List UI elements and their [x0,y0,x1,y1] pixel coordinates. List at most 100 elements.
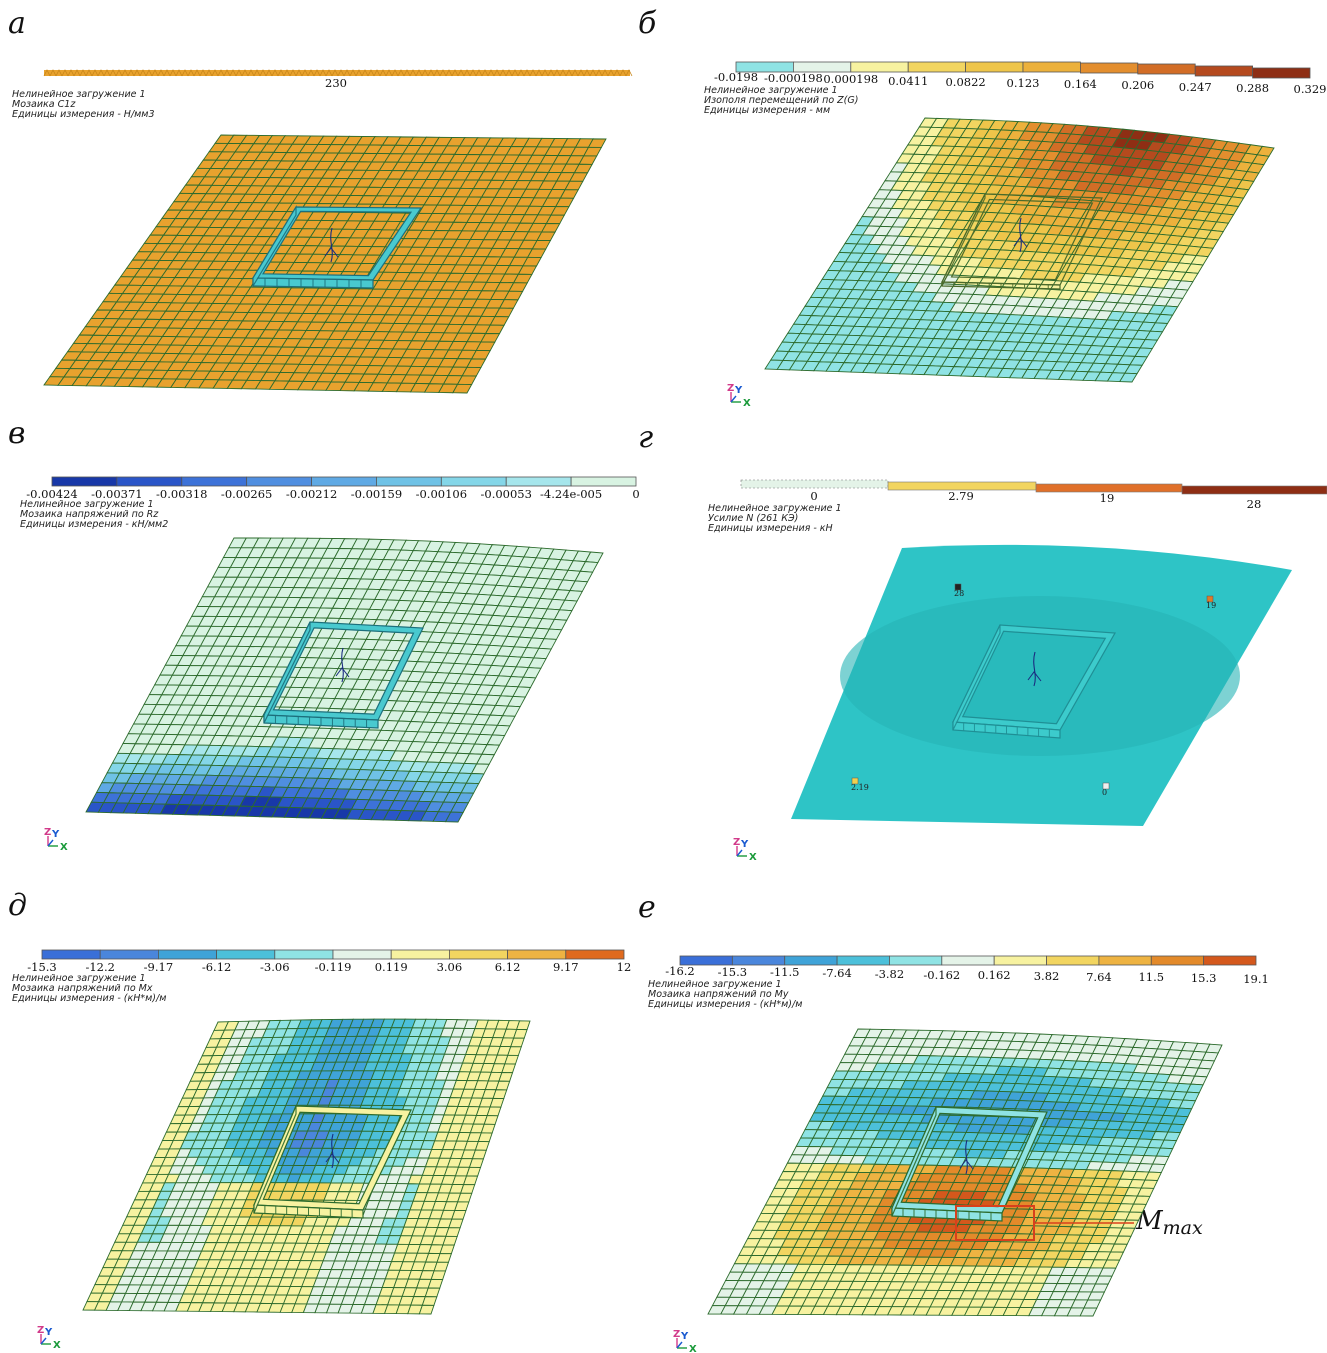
legend-label: -0.119 [314,960,352,974]
load-strip-tooth [391,69,399,77]
load-marker [330,227,333,263]
info-block-d: Нелинейное загружение 1 Мозаика напряжен… [12,974,166,1004]
load-strip-tooth [625,69,633,77]
legend-label: -3.82 [874,966,905,981]
info-block-v: Нелинейное загружение 1 Мозаика напряжен… [20,500,168,530]
load-strip-tooth [295,69,303,77]
load-strip-tooth [229,69,237,77]
load-strip-tooth [367,69,375,77]
mesh-cell [471,1149,487,1160]
info-line: Мозаика напряжений по Rz [20,509,159,520]
legend-swatch [246,476,312,487]
legend-swatch [1203,955,1257,966]
mmax-sub: max [1162,1217,1203,1239]
legend-label: -0.00424 [26,487,78,501]
z-axis-label: Z [733,837,740,848]
legend-swatch [505,476,572,487]
load-strip-tooth [235,69,243,77]
legend-label: -0.00053 [480,487,532,501]
load-strip-tooth [415,69,423,77]
y-axis-line [676,1341,683,1349]
legend-label: 0.329 [1293,82,1327,96]
legend-label: 230 [325,76,347,90]
load-strip-tooth [541,69,549,77]
legend-swatch [836,955,890,966]
legend-label: -4.24e-005 [540,487,603,501]
load-strip-tooth [199,69,207,77]
panel-letter-g: г [638,420,654,455]
mesh-cell [451,1209,467,1220]
mesh-cell [468,1158,485,1168]
legend-swatch [731,955,786,966]
load-strip-tooth [529,69,537,77]
legend-label: -3.06 [260,960,290,974]
load-strip-tooth [223,69,231,77]
load-strip-tooth [409,69,417,77]
legend-label: 0.206 [1121,78,1155,93]
load-strip-tooth [271,69,279,77]
load-strip-tooth [157,69,165,77]
legend-swatch [157,949,217,960]
panel-letter-e: е [638,890,656,925]
info-block-e: Нелинейное загружение 1 Мозаика напряжен… [648,980,802,1010]
load-strip-tooth [469,69,477,77]
mesh-panel-v [85,537,604,823]
info-line: Нелинейное загружение 1 [648,979,782,990]
z-axis-label: Z [44,827,51,838]
mesh-cell [418,1304,435,1315]
load-strip-tooth [613,69,621,77]
legend-swatch [889,955,943,966]
load-strip-tooth [217,69,225,77]
column-frame-side [941,193,986,287]
z-axis-label: Z [673,1329,680,1340]
load-strip-tooth [85,69,93,77]
info-line: Нелинейное загружение 1 [12,89,146,100]
load-strip-tooth [49,69,57,77]
legend-swatch [99,949,159,960]
load-strip-tooth [61,69,69,77]
load-marker-b [1013,217,1028,253]
load-strip-tooth [457,69,465,77]
mesh-cell [501,1063,517,1074]
load-strip-tooth [253,69,261,77]
load-strip-tooth [211,69,219,77]
legend-label: 3.82 [1033,968,1060,983]
legend-label: -11.5 [769,965,800,980]
load-strip-tooth [67,69,75,77]
load-strip-tooth [583,69,591,77]
legend-label: 0 [632,487,640,501]
load-strip-tooth [79,69,87,77]
legend-label: -0.00265 [220,487,273,501]
info-line: Нелинейное загружение 1 [12,973,146,984]
load-marker-a [324,227,339,263]
load-strip-tooth [73,69,81,77]
legend-label: -0.162 [923,967,961,982]
legend-label: 0 [810,489,818,503]
info-block-g: Нелинейное загружение 1 Усилие N (261 КЭ… [708,504,842,534]
legend-label: -16.2 [665,964,695,978]
load-strip-tooth [577,69,585,77]
mesh-cell [504,1054,519,1065]
mesh-cell [448,1218,464,1229]
y-axis-line [736,849,743,857]
load-strip-tooth [505,69,513,77]
panel-letter-v: в [8,416,26,451]
load-strip-tooth [109,69,117,77]
info-line: Единицы измерения - Н/мм3 [12,109,155,120]
y-axis-label: Y [740,839,749,850]
load-strip-tooth [595,69,603,77]
load-strip-tooth [445,69,453,77]
mesh-cell [436,1253,453,1263]
legend-label: 0.247 [1178,79,1212,94]
load-strip-tooth [403,69,411,77]
load-strip-tooth [481,69,489,77]
mesh-cell [460,1184,476,1194]
load-strip-tooth [547,69,555,77]
legend-swatch [907,61,967,73]
legend-swatch [311,476,377,487]
y-axis-line [730,395,737,403]
load-strip-tooth [307,69,315,77]
